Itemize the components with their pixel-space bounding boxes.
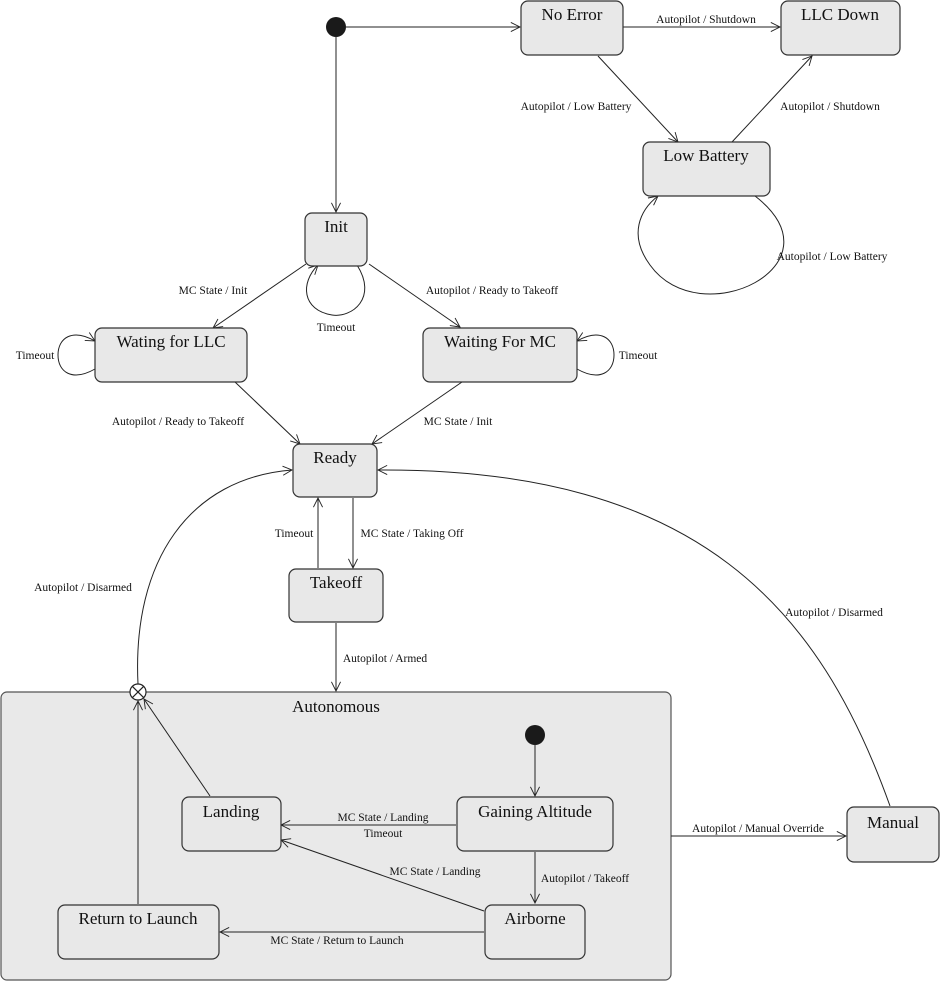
edge-waitllc-self [57, 335, 95, 376]
state-landing-label: Landing [203, 802, 260, 821]
state-low-battery-label: Low Battery [663, 146, 749, 165]
label-manual-ready: Autopilot / Disarmed [785, 607, 883, 619]
label-gaining-airborne: Autopilot / Takeoff [541, 873, 629, 885]
state-takeoff-label: Takeoff [310, 573, 363, 592]
state-landing: Landing [181, 796, 282, 852]
edge-manual-ready [378, 470, 891, 807]
label-init-self: Timeout [317, 322, 356, 334]
label-lowbattery-llcdown: Autopilot / Shutdown [780, 101, 880, 113]
state-takeoff: Takeoff [288, 568, 384, 623]
edge-exit-ready [137, 470, 292, 685]
label-init-waitmc: Autopilot / Ready to Takeoff [426, 285, 558, 297]
label-autonomous-manual: Autopilot / Manual Override [692, 823, 824, 835]
state-airborne: Airborne [484, 904, 586, 960]
edge-init-self [306, 265, 366, 316]
label-waitllc-ready: Autopilot / Ready to Takeoff [112, 416, 244, 428]
label-gaining-landing-1: MC State / Landing [337, 812, 428, 824]
label-noerror-llcdown: Autopilot / Shutdown [656, 14, 756, 26]
autonomous-label: Autonomous [292, 697, 380, 716]
initial-state-dot [326, 17, 346, 37]
edge-init-waitllc [213, 263, 307, 328]
label-init-waitllc: MC State / Init [179, 285, 248, 297]
autonomous-initial-dot [525, 725, 545, 745]
label-lowbattery-self: Autopilot / Low Battery [777, 251, 888, 263]
state-waiting-for-llc: Wating for LLC [94, 327, 248, 383]
state-gaining-altitude: Gaining Altitude [456, 796, 614, 852]
state-waiting-for-mc: Waiting For MC [422, 327, 578, 383]
exit-point [129, 683, 147, 701]
label-noerror-lowbattery: Autopilot / Low Battery [521, 101, 632, 113]
state-llc-down-label: LLC Down [801, 5, 879, 24]
state-no-error-label: No Error [542, 5, 603, 24]
state-init: Init [304, 212, 368, 267]
edge-waitmc-ready [372, 381, 463, 444]
state-waiting-for-mc-label: Waiting For MC [444, 332, 556, 351]
edge-lowbattery-self [637, 196, 785, 295]
state-no-error: No Error [520, 0, 624, 56]
edge-init-waitmc [368, 263, 460, 327]
label-waitmc-ready: MC State / Init [424, 416, 493, 428]
label-gaining-landing-2: Timeout [364, 828, 403, 840]
label-takeoff-ready: Timeout [275, 528, 314, 540]
state-manual-label: Manual [867, 813, 919, 832]
edge-landing-exit [144, 699, 211, 797]
state-gaining-altitude-label: Gaining Altitude [478, 802, 592, 821]
label-ready-takeoff: MC State / Taking Off [361, 528, 464, 540]
state-ready: Ready [292, 443, 378, 498]
edge-waitllc-ready [234, 381, 300, 444]
edge-airborne-landing [281, 840, 485, 912]
state-ready-label: Ready [313, 448, 357, 467]
edge-noerror-lowbattery [597, 55, 678, 142]
state-manual: Manual [846, 806, 940, 863]
exit-point-cross-b [131, 685, 145, 699]
state-return-to-launch-label: Return to Launch [79, 909, 198, 928]
label-waitllc-self: Timeout [16, 350, 55, 362]
state-low-battery: Low Battery [642, 141, 771, 197]
state-llc-down: LLC Down [780, 0, 901, 56]
state-airborne-label: Airborne [504, 909, 565, 928]
label-airborne-landing: MC State / Landing [389, 866, 480, 878]
label-exit-ready: Autopilot / Disarmed [34, 582, 132, 594]
state-init-label: Init [324, 217, 348, 236]
edge-lowbattery-llcdown [731, 56, 812, 143]
label-waitmc-self: Timeout [619, 350, 658, 362]
state-return-to-launch: Return to Launch [57, 904, 220, 960]
edge-waitmc-self [577, 335, 615, 376]
label-takeoff-autonomous: Autopilot / Armed [343, 653, 428, 665]
state-waiting-for-llc-label: Wating for LLC [116, 332, 225, 351]
label-airborne-rtl: MC State / Return to Launch [270, 935, 403, 947]
